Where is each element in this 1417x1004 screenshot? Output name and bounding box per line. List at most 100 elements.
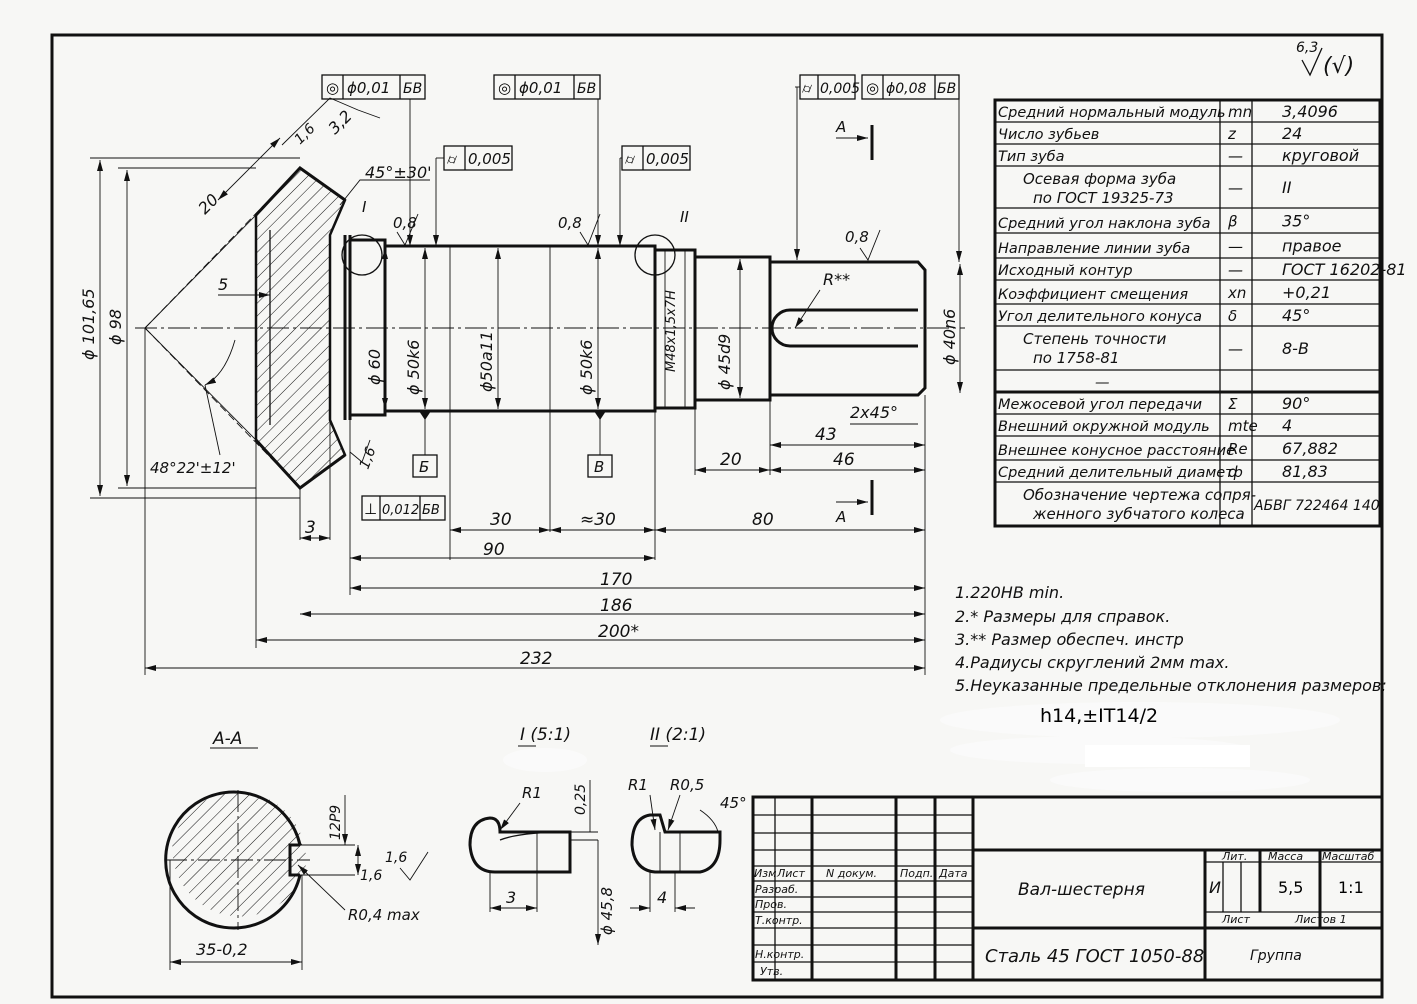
base-b1: Б xyxy=(419,458,429,476)
dim-d50k6-right: ϕ 50k6 xyxy=(577,340,596,395)
rough-08-c: 0,8 xyxy=(845,228,869,246)
param-name: — xyxy=(1095,375,1110,391)
dim-20b: 20 xyxy=(720,450,742,470)
svg-text:0,005: 0,005 xyxy=(820,81,860,97)
tol-frame-1: ◎ ϕ0,01 БВ xyxy=(321,74,426,246)
svg-text:Лит.: Лит. xyxy=(1221,850,1247,863)
note-1: 1.220HB min. xyxy=(955,583,1064,602)
detail-I-radius: R1 xyxy=(522,784,542,802)
tol-frame-7: ⊥ 0,012 БВ xyxy=(361,495,446,521)
detail-I-width: 3 xyxy=(506,888,516,907)
param-value: 35° xyxy=(1282,212,1310,231)
section-mark-top: A xyxy=(835,118,874,160)
dim-30: 30 xyxy=(490,510,512,530)
notes: 1.220HB min. 2.* Размеры для справок. 3.… xyxy=(940,583,1387,792)
dim-d60: ϕ 60 xyxy=(365,349,384,385)
dim-thread: M48x1,5x7H xyxy=(664,290,679,372)
dim-d45d9: ϕ 45d9 xyxy=(715,334,734,390)
base-b2: В xyxy=(594,458,604,476)
svg-text:⌭: ⌭ xyxy=(625,152,635,168)
param-name: Средний делительный диаметр xyxy=(998,465,1243,481)
angle-48: 48°22'±12' xyxy=(150,459,236,477)
param-symbol: — xyxy=(1228,147,1243,165)
param-value: 45° xyxy=(1282,306,1310,325)
param-value: +0,21 xyxy=(1282,283,1331,302)
param-symbol: — xyxy=(1228,179,1243,197)
rough-1-6-b: 1,6 xyxy=(357,445,380,471)
param-name: Коэффициент смещения xyxy=(998,287,1188,303)
detail-II: II (2:1) R1 R0,5 45° 4 xyxy=(628,725,747,912)
param-name: Обозначение чертежа сопря- xyxy=(1023,486,1256,504)
param-value: круговой xyxy=(1282,146,1359,165)
param-symbol: — xyxy=(1228,340,1243,358)
svg-text:Н.контр.: Н.контр. xyxy=(755,948,804,961)
param-symbol: Σ xyxy=(1228,395,1238,413)
rough-1-6: 1,6 xyxy=(292,121,319,148)
param-symbol: z xyxy=(1227,125,1237,143)
roughness-mark: 6,3 (√) xyxy=(1296,40,1354,79)
param-value: 24 xyxy=(1282,124,1302,143)
tol-frame-6: ⌭ 0,005 xyxy=(617,145,691,246)
detail-II-r1: R1 xyxy=(628,776,648,794)
svg-text:⌭: ⌭ xyxy=(447,152,457,168)
detail-II-marker xyxy=(634,234,676,276)
svg-text:⊥: ⊥ xyxy=(364,500,377,518)
param-value: правое xyxy=(1282,237,1342,256)
dim-46: 46 xyxy=(833,450,855,470)
svg-text:БВ: БВ xyxy=(422,503,440,518)
svg-text:A: A xyxy=(835,508,846,526)
svg-text:◎: ◎ xyxy=(498,79,511,97)
section-title: А-А xyxy=(212,729,242,749)
svg-text:0,012: 0,012 xyxy=(382,503,419,518)
dim-d101: ϕ 101,65 xyxy=(79,288,98,360)
svg-text:БВ: БВ xyxy=(577,81,596,97)
tol-frame-2: ◎ ϕ0,01 БВ xyxy=(493,74,601,246)
param-value: 90° xyxy=(1282,394,1310,413)
detail-II-title: II (2:1) xyxy=(650,725,706,745)
detail-II-angle: 45° xyxy=(720,794,747,812)
scale-value: 1:1 xyxy=(1338,878,1364,897)
param-symbol: xn xyxy=(1227,284,1246,302)
svg-text:Дата: Дата xyxy=(938,867,968,880)
svg-text:Пров.: Пров. xyxy=(755,898,787,911)
param-name: Внешний окружной модуль xyxy=(998,419,1210,435)
key-width: 12P9 xyxy=(328,805,344,840)
rough-08-a: 0,8 xyxy=(393,214,417,232)
param-value: 4 xyxy=(1282,416,1292,435)
roughness-value: 6,3 xyxy=(1296,40,1318,56)
dim-20: 20 xyxy=(194,190,222,218)
rough-08-b: 0,8 xyxy=(558,214,582,232)
view-I-label: I xyxy=(362,198,367,216)
dim-d50k6-left: ϕ 50k6 xyxy=(404,340,423,395)
dim-186: 186 xyxy=(600,596,633,616)
svg-text:БВ: БВ xyxy=(403,81,422,97)
svg-text:⌭: ⌭ xyxy=(802,81,812,97)
view-II-label: II xyxy=(680,208,689,226)
param-name: Угол делительного конуса xyxy=(998,309,1202,325)
radius-ref: R** xyxy=(823,270,850,289)
svg-text:Листов 1: Листов 1 xyxy=(1294,913,1347,926)
detail-I-dia: ϕ 45,8 xyxy=(598,887,616,935)
dim-232: 232 xyxy=(520,649,552,669)
title-block: Изм Лист N докум. Подп. Дата Разраб. Про… xyxy=(751,795,1384,982)
svg-text:Разраб.: Разраб. xyxy=(755,883,798,896)
dim-200: 200* xyxy=(598,622,639,642)
shaft-45-section xyxy=(693,255,772,402)
param-value: 3,4096 xyxy=(1282,102,1338,121)
svg-text:Подп.: Подп. xyxy=(900,867,933,880)
param-name: Осевая форма зуба xyxy=(1023,170,1176,188)
tol-frame-3: ⌭ 0,005 xyxy=(794,74,860,260)
svg-text:Т.контр.: Т.контр. xyxy=(755,914,803,927)
note-3: 3.** Размер обеспеч. инстр xyxy=(955,630,1184,649)
param-name-2: женного зубчатого колеса xyxy=(1032,505,1245,523)
note-2: 2.* Размеры для справок. xyxy=(955,607,1170,626)
param-name: Средний нормальный модуль xyxy=(998,105,1226,121)
dim-170: 170 xyxy=(600,570,632,590)
lit-value: И xyxy=(1209,878,1221,897)
svg-text:Лист: Лист xyxy=(776,867,805,880)
section-rough: 1,6 xyxy=(385,850,407,866)
shaft-body xyxy=(383,244,657,413)
